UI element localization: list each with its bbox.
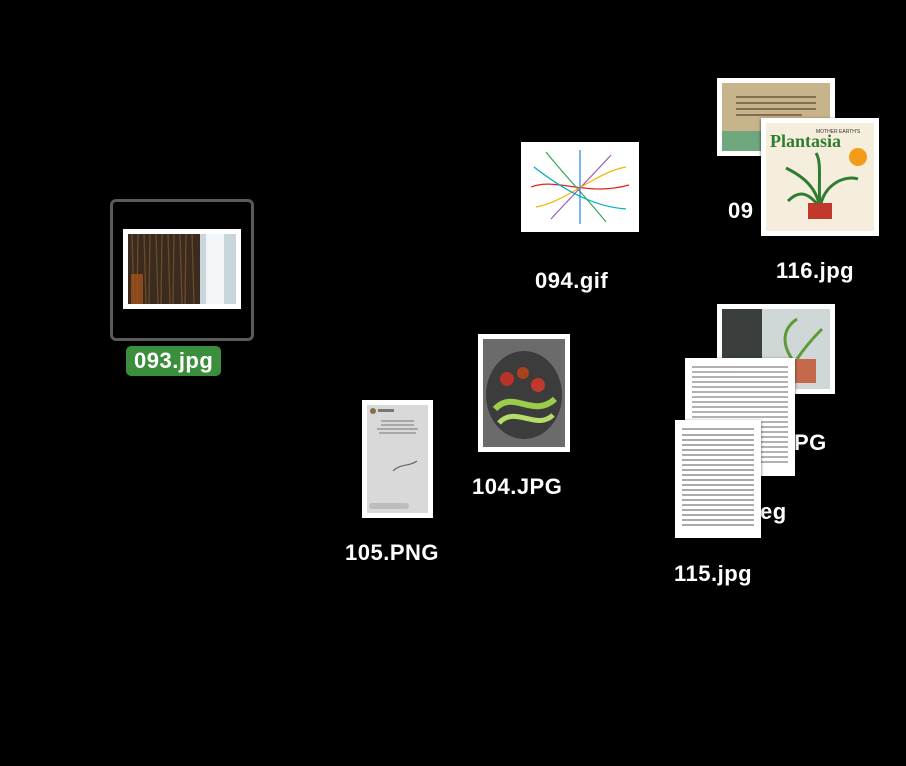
compost-bowl-thumbnail[interactable] [478,334,570,452]
file-name-label: 116.jpg [776,258,855,283]
file-name-label: 115.jpg [674,561,753,586]
file-name-label: 094.gif [535,268,609,293]
metro-map-thumbnail[interactable] [521,142,639,232]
waterfall-roots-thumbnail[interactable] [123,229,241,309]
phone-screenshot-thumbnail[interactable] [362,400,433,518]
album-title-text: Plantasia [770,131,841,151]
plantasia-album-thumbnail[interactable]: MOTHER EARTH'S Plantasia [761,118,879,236]
file-name-label: 09 [728,198,754,223]
album-artist-text: MOTHER EARTH'S [816,129,861,135]
potted-plant-thumbnail[interactable] [717,304,835,394]
selection-highlight [110,199,254,341]
file-name-label: PG [794,430,827,455]
file-name-label: eg [760,499,787,524]
file-name-label: 093.jpg [126,346,222,376]
file-name-label: 104.JPG [472,474,563,499]
file-name-label: 105.PNG [345,540,439,565]
text-page-thumbnail[interactable] [675,420,761,538]
